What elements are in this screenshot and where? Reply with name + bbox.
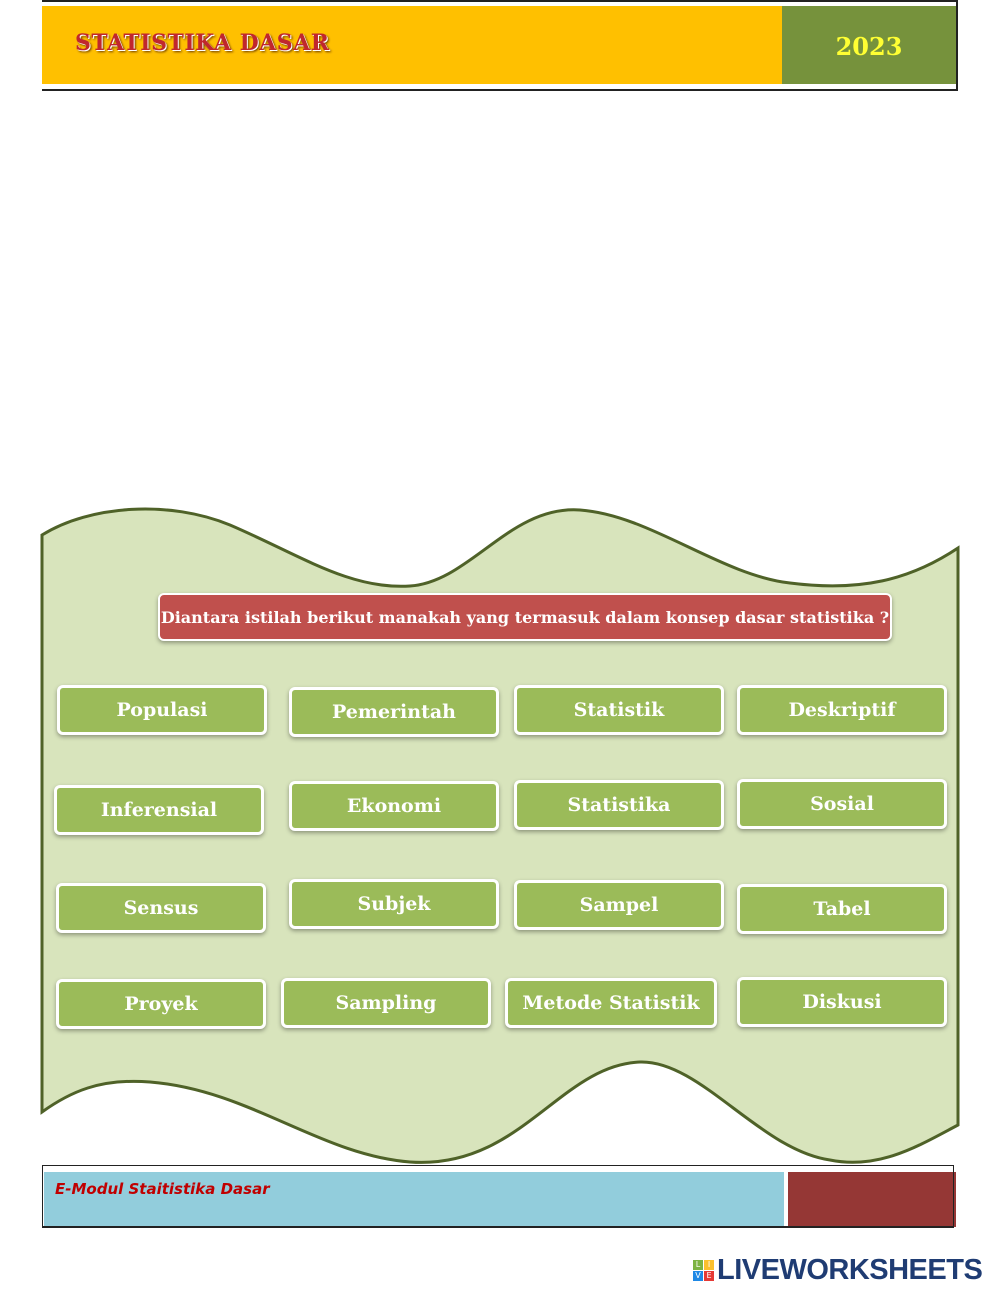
option-sampel[interactable]: Sampel — [514, 880, 724, 930]
question-box: Diantara istilah berikut manakah yang te… — [158, 593, 892, 641]
year-label: 2023 — [835, 32, 903, 61]
liveworksheets-logo: L I V E LIVEWORKSHEETS — [693, 1254, 983, 1287]
logo-icon: L I V E — [693, 1260, 714, 1281]
option-ekonomi[interactable]: Ekonomi — [289, 781, 499, 831]
option-statistika[interactable]: Statistika — [514, 780, 724, 830]
option-diskusi[interactable]: Diskusi — [737, 977, 947, 1027]
footer-text: E-Modul Staitistika Dasar — [55, 1180, 270, 1198]
option-sosial[interactable]: Sosial — [737, 779, 947, 829]
option-proyek[interactable]: Proyek — [56, 979, 266, 1029]
option-deskriptif[interactable]: Deskriptif — [737, 685, 947, 735]
option-populasi[interactable]: Populasi — [57, 685, 267, 735]
year-banner — [782, 6, 956, 84]
option-sensus[interactable]: Sensus — [56, 883, 266, 933]
logo-text: LIVEWORKSHEETS — [717, 1254, 983, 1286]
footer-accent — [788, 1172, 956, 1227]
page-title: STATISTIKA DASAR — [75, 30, 330, 56]
logo-letter: L — [693, 1260, 703, 1270]
option-metode-statistik[interactable]: Metode Statistik — [505, 978, 717, 1028]
logo-letter: V — [693, 1271, 703, 1281]
footer-banner — [44, 1172, 784, 1227]
option-statistik[interactable]: Statistik — [514, 685, 724, 735]
footer-frame — [42, 1165, 954, 1228]
header-banner — [42, 6, 782, 84]
option-pemerintah[interactable]: Pemerintah — [289, 687, 499, 737]
option-tabel[interactable]: Tabel — [737, 884, 947, 934]
option-inferensial[interactable]: Inferensial — [54, 785, 264, 835]
option-subjek[interactable]: Subjek — [289, 879, 499, 929]
header-frame — [42, 0, 958, 91]
option-sampling[interactable]: Sampling — [281, 978, 491, 1028]
logo-letter: E — [704, 1271, 714, 1281]
logo-letter: I — [704, 1260, 714, 1270]
